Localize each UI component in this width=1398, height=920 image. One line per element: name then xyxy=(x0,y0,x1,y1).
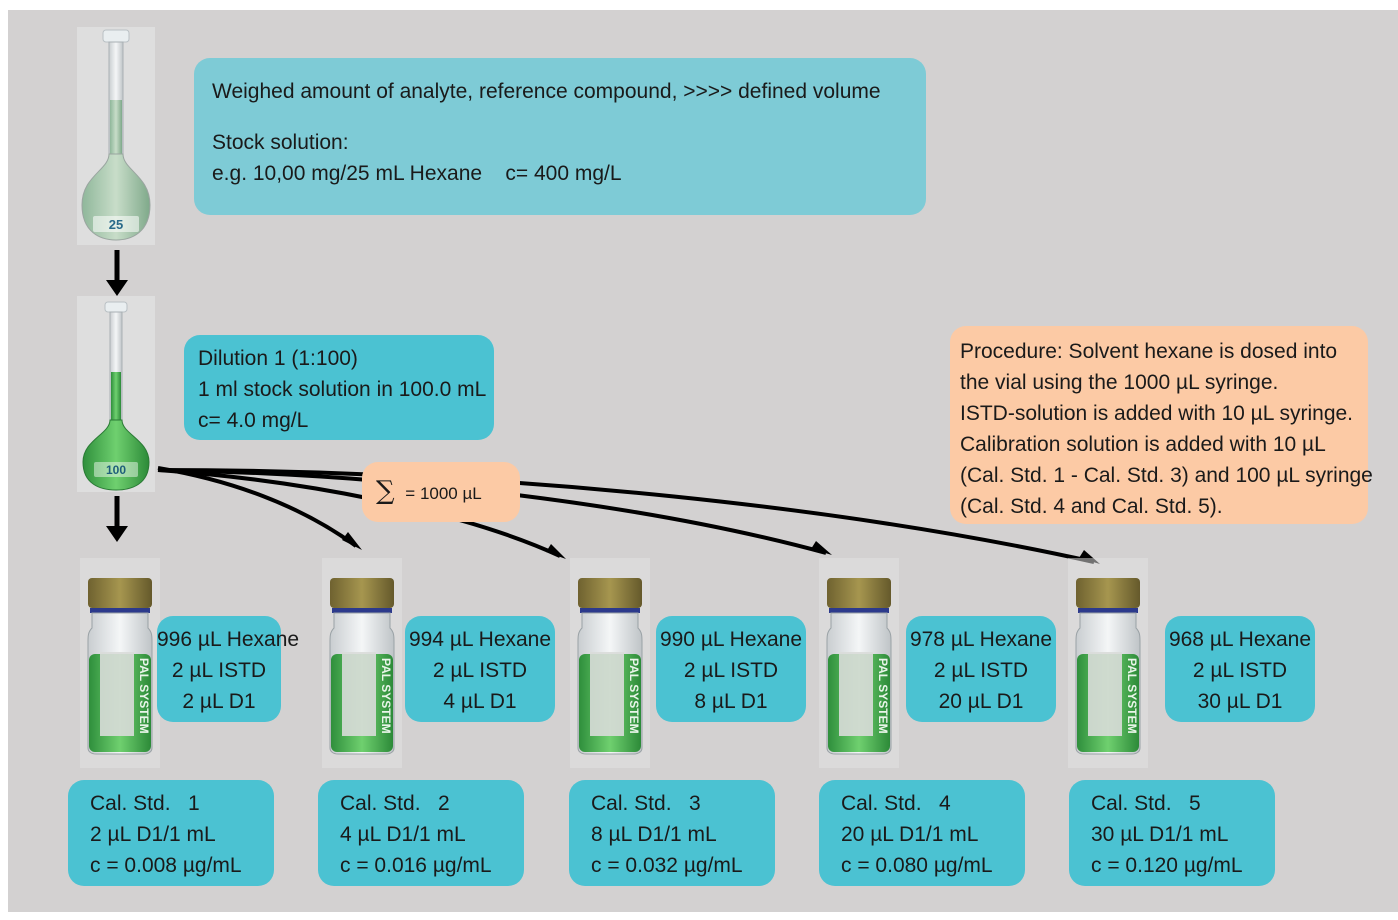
down-arrows xyxy=(106,250,128,542)
cal-std-5-amount: 30 µL D1/1 mL xyxy=(1091,823,1229,846)
vial-3-hexane: 990 µL Hexane xyxy=(659,628,803,651)
vial-1: PAL SYSTEM xyxy=(80,558,160,768)
vial-brand-label: PAL SYSTEM xyxy=(137,658,151,734)
cal-std-5-title: Cal. Std. 5 xyxy=(1091,792,1201,815)
cal-std-3-conc: c = 0.032 µg/mL xyxy=(591,854,743,877)
vial-brand-label: PAL SYSTEM xyxy=(379,658,393,734)
cal-std-box-1: Cal. Std. 1 2 µL D1/1 mL c = 0.008 µg/mL xyxy=(68,780,274,886)
cal-std-5-conc: c = 0.120 µg/mL xyxy=(1091,854,1243,877)
procedure-line-5: (Cal. Std. 1 - Cal. Std. 3) and 100 µL s… xyxy=(960,464,1373,487)
procedure-line-1: Procedure: Solvent hexane is dosed into xyxy=(960,340,1338,363)
stock-flask: 25 xyxy=(77,27,155,245)
transfer-arrowheads xyxy=(342,532,1100,564)
procedure-line-6: (Cal. Std. 4 and Cal. Std. 5). xyxy=(960,495,1223,518)
cal-std-2-conc: c = 0.016 µg/mL xyxy=(340,854,492,877)
dilution-line-2: 1 ml stock solution in 100.0 mL xyxy=(198,378,487,401)
cal-std-3-amount: 8 µL D1/1 mL xyxy=(591,823,717,846)
vial-composition-box-3: 990 µL Hexane 2 µL ISTD 8 µL D1 xyxy=(656,616,806,722)
vial-composition-box-5: 968 µL Hexane 2 µL ISTD 30 µL D1 xyxy=(1165,616,1315,722)
vial-3: PAL SYSTEM xyxy=(570,558,650,768)
stock-line-1: Weighed amount of analyte, reference com… xyxy=(212,80,881,103)
cal-std-4-conc: c = 0.080 µg/mL xyxy=(841,854,993,877)
vial-composition-box-2: 994 µL Hexane 2 µL ISTD 4 µL D1 xyxy=(405,616,555,722)
vial-5: PAL SYSTEM xyxy=(1068,558,1148,768)
vial-4-hexane: 978 µL Hexane xyxy=(909,628,1053,651)
vial-2-hexane: 994 µL Hexane xyxy=(408,628,552,651)
vial-2-istd: 2 µL ISTD xyxy=(432,659,528,682)
dilution-flask-label: 100 xyxy=(106,463,126,477)
vial-2-d1: 4 µL D1 xyxy=(443,690,517,713)
vial-4-istd: 2 µL ISTD xyxy=(933,659,1029,682)
vial-4: PAL SYSTEM xyxy=(819,558,899,768)
cal-std-2-title: Cal. Std. 2 xyxy=(340,792,450,815)
vial-5-d1: 30 µL D1 xyxy=(1197,690,1283,713)
vial-1-istd: 2 µL ISTD xyxy=(171,659,267,682)
cal-std-box-3: Cal. Std. 3 8 µL D1/1 mL c = 0.032 µg/mL xyxy=(569,780,775,886)
cal-std-box-5: Cal. Std. 5 30 µL D1/1 mL c = 0.120 µg/m… xyxy=(1069,780,1275,886)
vial-3-istd: 2 µL ISTD xyxy=(683,659,779,682)
dilution-line-1: Dilution 1 (1:100) xyxy=(198,347,358,370)
vial-3-d1: 8 µL D1 xyxy=(694,690,768,713)
dilution-flask: 100 xyxy=(77,296,155,492)
sum-value: = 1000 µL xyxy=(405,484,482,503)
stock-line-3: e.g. 10,00 mg/25 mL Hexane c= 400 mg/L xyxy=(212,162,622,185)
stock-line-2: Stock solution: xyxy=(212,131,349,154)
procedure-line-2: the vial using the 1000 µL syringe. xyxy=(960,371,1279,394)
vial-5-istd: 2 µL ISTD xyxy=(1192,659,1288,682)
sum-box: ∑ = 1000 µL xyxy=(362,462,520,522)
vial-1-d1: 2 µL D1 xyxy=(182,690,256,713)
sum-symbol: ∑ xyxy=(376,476,395,506)
cal-std-1-title: Cal. Std. 1 xyxy=(90,792,200,815)
vial-composition-box-4: 978 µL Hexane 2 µL ISTD 20 µL D1 xyxy=(906,616,1056,722)
cal-std-1-amount: 2 µL D1/1 mL xyxy=(90,823,216,846)
stock-solution-box: Weighed amount of analyte, reference com… xyxy=(194,58,926,215)
cal-std-3-title: Cal. Std. 3 xyxy=(591,792,701,815)
dilution-box: Dilution 1 (1:100) 1 ml stock solution i… xyxy=(184,335,494,440)
vial-4-d1: 20 µL D1 xyxy=(938,690,1024,713)
vial-composition-box-1: 996 µL Hexane 2 µL ISTD 2 µL D1 xyxy=(157,616,300,722)
vial-brand-label: PAL SYSTEM xyxy=(627,658,641,734)
cal-std-box-2: Cal. Std. 2 4 µL D1/1 mL c = 0.016 µg/mL xyxy=(318,780,524,886)
vials-layer: PAL SYSTEM PAL SYSTEM PAL SYSTEM PAL SYSTEM… xyxy=(80,558,1148,768)
cal-std-4-amount: 20 µL D1/1 mL xyxy=(841,823,979,846)
procedure-line-3: ISTD-solution is added with 10 µL syring… xyxy=(960,402,1354,425)
stock-flask-label: 25 xyxy=(109,217,123,232)
cal-std-box-4: Cal. Std. 4 20 µL D1/1 mL c = 0.080 µg/m… xyxy=(819,780,1025,886)
dilution-line-3: c= 4.0 mg/L xyxy=(198,409,309,432)
arrow-to-vial-4 xyxy=(157,468,1095,564)
procedure-box: Procedure: Solvent hexane is dosed into … xyxy=(950,326,1373,524)
transfer-arrows xyxy=(157,466,1095,564)
vial-5-hexane: 968 µL Hexane xyxy=(1168,628,1312,651)
vial-2: PAL SYSTEM xyxy=(322,558,402,768)
vial-brand-label: PAL SYSTEM xyxy=(876,658,890,734)
cal-std-1-conc: c = 0.008 µg/mL xyxy=(90,854,242,877)
vial-1-hexane: 996 µL Hexane xyxy=(157,628,300,651)
cal-std-4-title: Cal. Std. 4 xyxy=(841,792,951,815)
cal-std-2-amount: 4 µL D1/1 mL xyxy=(340,823,466,846)
procedure-line-4: Calibration solution is added with 10 µL xyxy=(960,433,1326,456)
vial-brand-label: PAL SYSTEM xyxy=(1125,658,1139,734)
